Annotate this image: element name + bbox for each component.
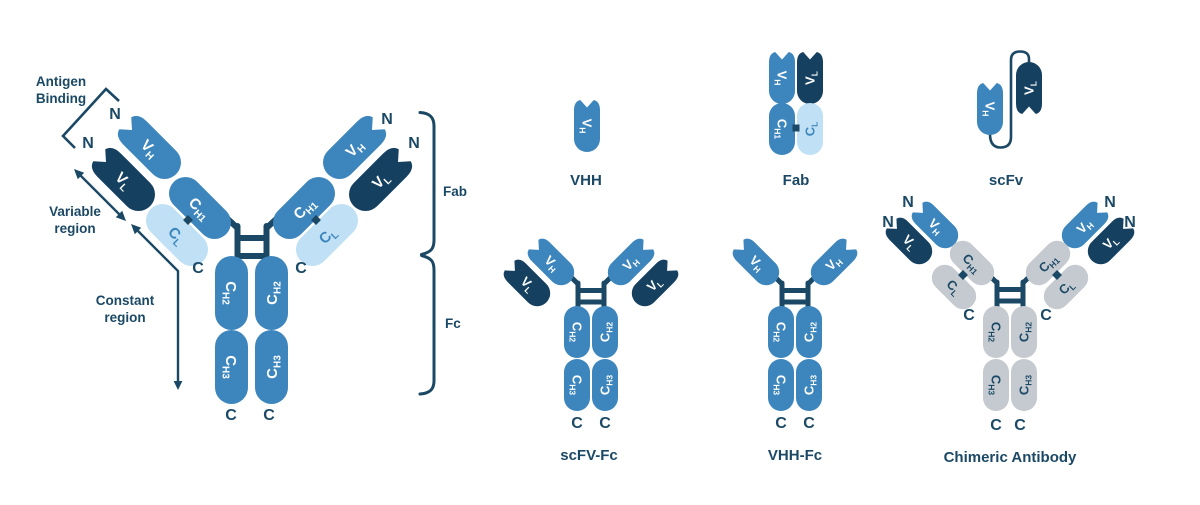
disulfide-bond bbox=[792, 124, 800, 132]
c-terminus-label: C bbox=[599, 415, 611, 432]
domain-label-ch2-right: CH2 bbox=[598, 322, 615, 343]
n-terminus-label: N bbox=[1124, 214, 1136, 231]
domain-label-ch3-left: CH3 bbox=[987, 375, 1004, 396]
variable-region-label-line1: Variable bbox=[49, 204, 101, 219]
domain-label-ch3-right: CH3 bbox=[1017, 375, 1034, 396]
fab-structure: VH CH1 VL CL Fab bbox=[769, 52, 823, 189]
c-terminus-label: C bbox=[1040, 307, 1052, 324]
variable-region-arrowhead-outer bbox=[74, 169, 85, 180]
domain-label-ch3-left: CH3 bbox=[772, 375, 789, 396]
antigen-binding-label-line1: Antigen bbox=[36, 74, 86, 89]
constant-region-arrow bbox=[136, 229, 180, 382]
n-terminus-label: N bbox=[82, 135, 94, 152]
domain-label-ch3-right: CH3 bbox=[802, 375, 819, 396]
c-terminus-label: C bbox=[295, 260, 307, 277]
variable-region-arrowhead-inner bbox=[115, 210, 126, 221]
c-terminus-label: C bbox=[990, 417, 1002, 434]
domain-label-ch2-left: CH2 bbox=[568, 322, 585, 343]
c-terminus-label: C bbox=[225, 407, 237, 424]
n-terminus-label: N bbox=[902, 194, 914, 211]
domain-label-ch3-right: CH3 bbox=[598, 375, 615, 396]
scfv-fc-structure: VH VL VH VL CH2 CH2 CH3 CH3 C C scFV-Fc bbox=[500, 235, 682, 464]
c-terminus-label: C bbox=[571, 415, 583, 432]
scfv-linker bbox=[988, 50, 1031, 149]
structure-title-chimeric: Chimeric Antibody bbox=[944, 449, 1077, 466]
vhh-structure: VH VHH bbox=[570, 100, 602, 189]
domain-label-ch3-right: CH3 bbox=[264, 355, 284, 379]
domain-label-vh: VH bbox=[578, 119, 595, 134]
variable-region-label-line2: region bbox=[54, 221, 95, 236]
structure-title-fab: Fab bbox=[783, 172, 810, 189]
c-terminus-label: C bbox=[263, 407, 275, 424]
domain-label-cl: CL bbox=[803, 122, 820, 137]
variable-region-arrow bbox=[79, 174, 121, 216]
n-terminus-label: N bbox=[408, 135, 420, 152]
scfv-structure: VH VL scFv bbox=[977, 50, 1042, 189]
domain-label-vh: VH bbox=[981, 102, 998, 117]
structure-title-vhh: VHH bbox=[570, 172, 602, 189]
domain-label-vh: VH bbox=[773, 71, 790, 86]
domain-label-ch2-left: CH2 bbox=[987, 322, 1004, 343]
domain-label-ch1: CH1 bbox=[773, 119, 790, 140]
domain-label-ch2-left: CH2 bbox=[772, 322, 789, 343]
fc-region-label: Fc bbox=[445, 316, 461, 331]
domain-label-ch2-right: CH2 bbox=[802, 322, 819, 343]
domain-label-ch2-right: CH2 bbox=[264, 281, 284, 305]
c-terminus-label: C bbox=[192, 260, 204, 277]
antigen-binding-bracket bbox=[61, 87, 120, 149]
fab-brace bbox=[418, 111, 436, 256]
n-terminus-label: N bbox=[381, 111, 393, 128]
fc-brace bbox=[418, 254, 436, 396]
igg-antibody: Antigen Binding Variable region Constant… bbox=[36, 74, 467, 424]
antigen-binding-label-line2: Binding bbox=[36, 91, 86, 106]
domain-label-ch2-left: CH2 bbox=[220, 281, 240, 305]
c-terminus-label: C bbox=[963, 307, 975, 324]
c-terminus-label: C bbox=[775, 415, 787, 432]
chimeric-antibody-structure: VH VL CH1 CL VH VL CH1 CL CH2 CH2 CH3 CH… bbox=[882, 194, 1138, 466]
domain-label-vl: VL bbox=[803, 71, 820, 85]
n-terminus-label: N bbox=[882, 214, 894, 231]
constant-region-label-line2: region bbox=[104, 310, 145, 325]
n-terminus-label: N bbox=[109, 106, 121, 123]
constant-region-arrowhead-bottom bbox=[173, 381, 183, 390]
domain-label-vl: VL bbox=[1022, 81, 1039, 95]
n-terminus-label: N bbox=[1104, 194, 1116, 211]
structure-title-vhh-fc: VHH-Fc bbox=[768, 447, 822, 464]
c-terminus-label: C bbox=[803, 415, 815, 432]
constant-region-label-line1: Constant bbox=[96, 293, 155, 308]
fab-region-label: Fab bbox=[443, 184, 467, 199]
vhh-fc-structure: VH VH CH2 CH2 CH3 CH3 C C VHH-Fc bbox=[729, 235, 861, 464]
domain-label-ch3-left: CH3 bbox=[220, 355, 240, 379]
constant-region-arrowhead-top bbox=[131, 224, 142, 235]
structure-title-scfv: scFv bbox=[989, 172, 1024, 189]
domain-label-ch2-right: CH2 bbox=[1017, 322, 1034, 343]
c-terminus-label: C bbox=[1014, 417, 1026, 434]
structure-title-scfv-fc: scFV-Fc bbox=[560, 447, 618, 464]
domain-label-ch3-left: CH3 bbox=[568, 375, 585, 396]
